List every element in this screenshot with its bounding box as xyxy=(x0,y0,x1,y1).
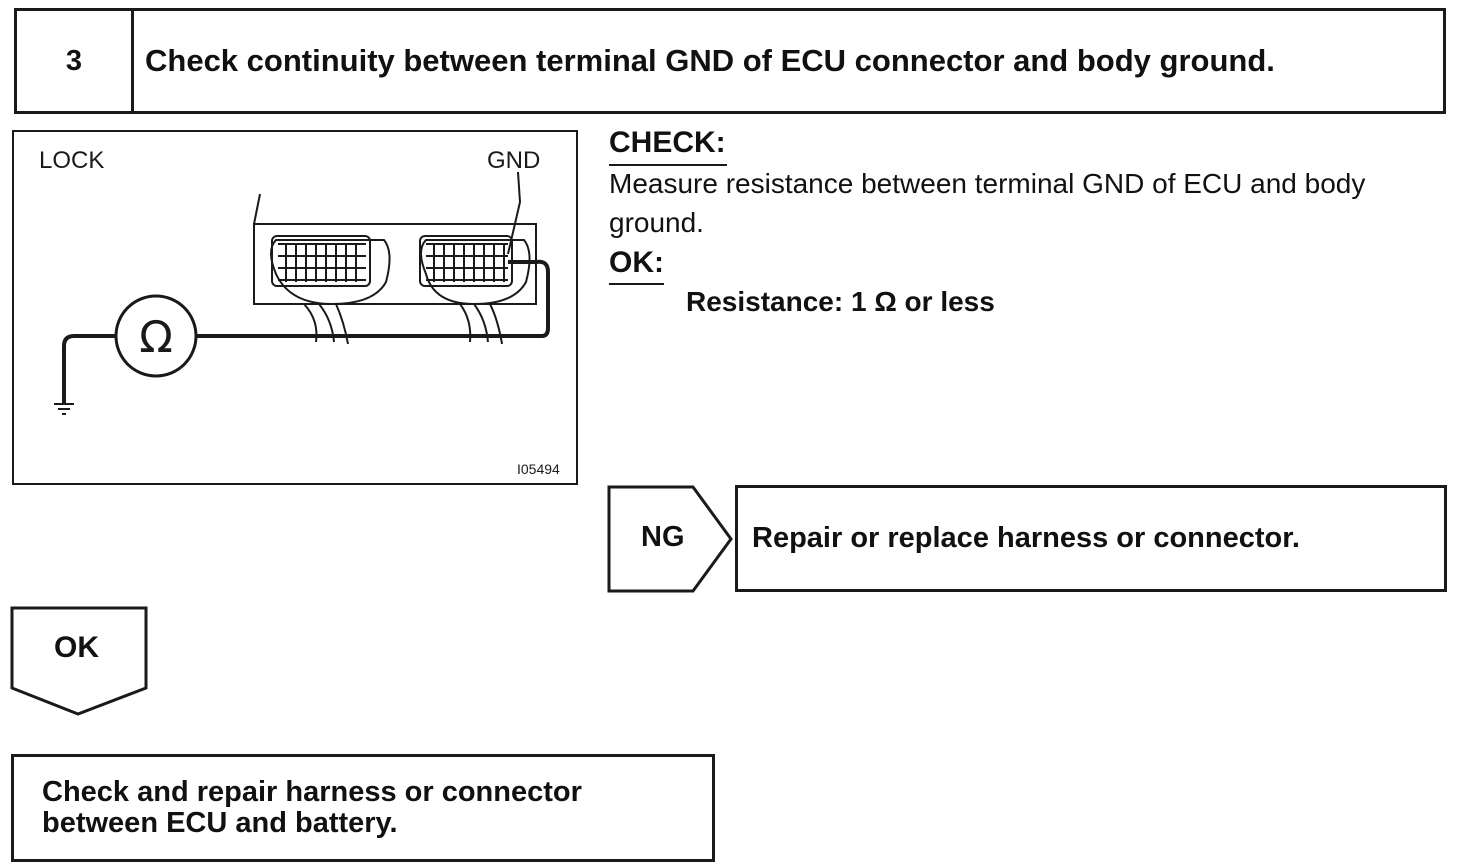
ground-symbol-icon xyxy=(54,403,74,415)
wiring-figure: LOCK GND Ω xyxy=(12,130,578,485)
check-heading-underline xyxy=(609,164,727,166)
resistance-spec: Resistance: 1 Ω or less xyxy=(686,286,995,317)
check-instruction-line-1: Measure resistance between terminal GND … xyxy=(609,168,1366,199)
ohm-symbol: Ω xyxy=(139,312,173,363)
step-title: Check continuity between terminal GND of… xyxy=(145,43,1275,78)
figure-label-lock: LOCK xyxy=(39,147,104,174)
final-action-line-1: Check and repair harness or connector xyxy=(42,776,582,808)
ng-result-text: Repair or replace harness or connector. xyxy=(752,522,1300,554)
test-lead-wire xyxy=(194,259,550,338)
check-heading: CHECK: xyxy=(609,126,726,159)
step-header: 3 Check continuity between terminal GND … xyxy=(14,8,1446,114)
ok-spec-heading: OK: xyxy=(609,246,664,279)
ng-result-box: Repair or replace harness or connector. xyxy=(735,485,1447,592)
check-instruction-line-2: ground. xyxy=(609,207,704,238)
ok-label: OK xyxy=(54,631,99,664)
ohmmeter-icon: Ω xyxy=(114,294,198,378)
final-action-text: Check and repair harness or connector be… xyxy=(42,777,582,839)
ok-spec-underline xyxy=(609,283,664,285)
figure-code: I05494 xyxy=(517,461,560,477)
final-action-box: Check and repair harness or connector be… xyxy=(11,754,715,862)
wiring-diagram: LOCK GND Ω xyxy=(39,147,560,477)
ecu-connector-icon xyxy=(253,171,537,345)
ground-wire xyxy=(62,334,118,404)
figure-label-gnd: GND xyxy=(487,147,540,174)
ng-label: NG xyxy=(641,521,685,553)
ok-arrow-icon xyxy=(10,606,148,716)
ng-arrow-icon xyxy=(607,485,733,593)
final-action-line-2: between ECU and battery. xyxy=(42,807,398,839)
step-number: 3 xyxy=(17,11,134,111)
